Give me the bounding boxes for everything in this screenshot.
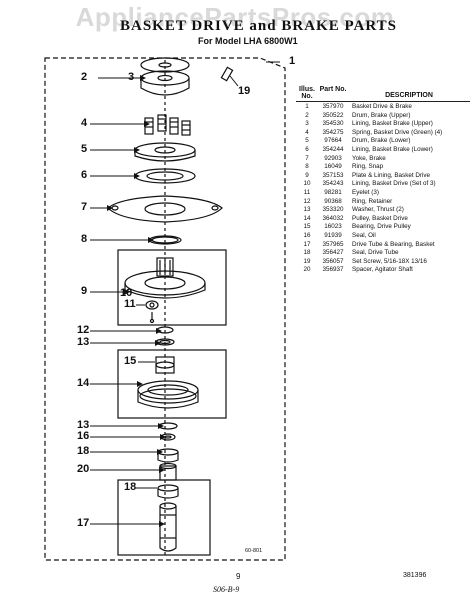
callout-10: 10: [120, 287, 133, 299]
callout-14: 14: [77, 377, 90, 389]
model-subtitle: For Model LHA 6800W1: [198, 36, 298, 46]
callout-13-upper: 13: [77, 336, 90, 348]
callout-19: 19: [238, 85, 251, 97]
callout-2: 2: [81, 71, 88, 83]
eyelet-part: [145, 300, 159, 324]
drive-pulley-part: [137, 356, 199, 409]
upper-seal-part: [157, 448, 179, 463]
col-part-header: Part No.: [319, 86, 347, 93]
callout-12: 12: [77, 324, 90, 336]
diagram-code: 60-801: [245, 548, 263, 554]
page-title: BASKET DRIVE and BRAKE PARTS: [120, 18, 397, 34]
assembly-outline: [44, 57, 286, 561]
callout-20: 20: [77, 463, 90, 475]
upper-drum-part: [140, 57, 190, 96]
callout-13-lower: 13: [77, 419, 90, 431]
callout-15: 15: [124, 355, 137, 367]
callout-5: 5: [81, 143, 88, 155]
watermark: AppliancePartsPros.com: [75, 2, 395, 32]
callout-7: 7: [81, 201, 88, 213]
leader-lines: [90, 61, 280, 525]
spacer-part: [159, 462, 177, 481]
drive-plate-box: [117, 249, 227, 326]
brake-yoke-part: [107, 195, 223, 223]
spring-part: [144, 114, 191, 136]
callout-11: 11: [124, 298, 136, 310]
document-code: 381396: [403, 572, 427, 579]
col-desc-header: DESCRIPTION: [385, 92, 433, 99]
callout-18-upper: 18: [77, 445, 90, 457]
callout-9: 9: [81, 285, 88, 297]
callout-3: 3: [128, 71, 135, 83]
callout-4: 4: [81, 117, 88, 129]
page-number: 9: [236, 572, 241, 581]
callout-8: 8: [81, 233, 88, 245]
callout-17: 17: [77, 517, 90, 529]
callout-16: 16: [77, 430, 90, 442]
col-illus-header: Illus. No.: [299, 86, 315, 100]
parts-table-header: Illus. No. Part No. DESCRIPTION: [296, 86, 470, 102]
callout-6: 6: [81, 169, 88, 181]
drive-tube-part: [159, 502, 177, 552]
handwritten-note: S06-B-9: [213, 585, 240, 594]
callout-18-lower: 18: [124, 481, 137, 493]
set-screw-part: [220, 66, 234, 82]
callout-1: 1: [289, 55, 296, 67]
drive-tube-box: [117, 479, 211, 556]
lower-seal-part: [157, 484, 179, 499]
